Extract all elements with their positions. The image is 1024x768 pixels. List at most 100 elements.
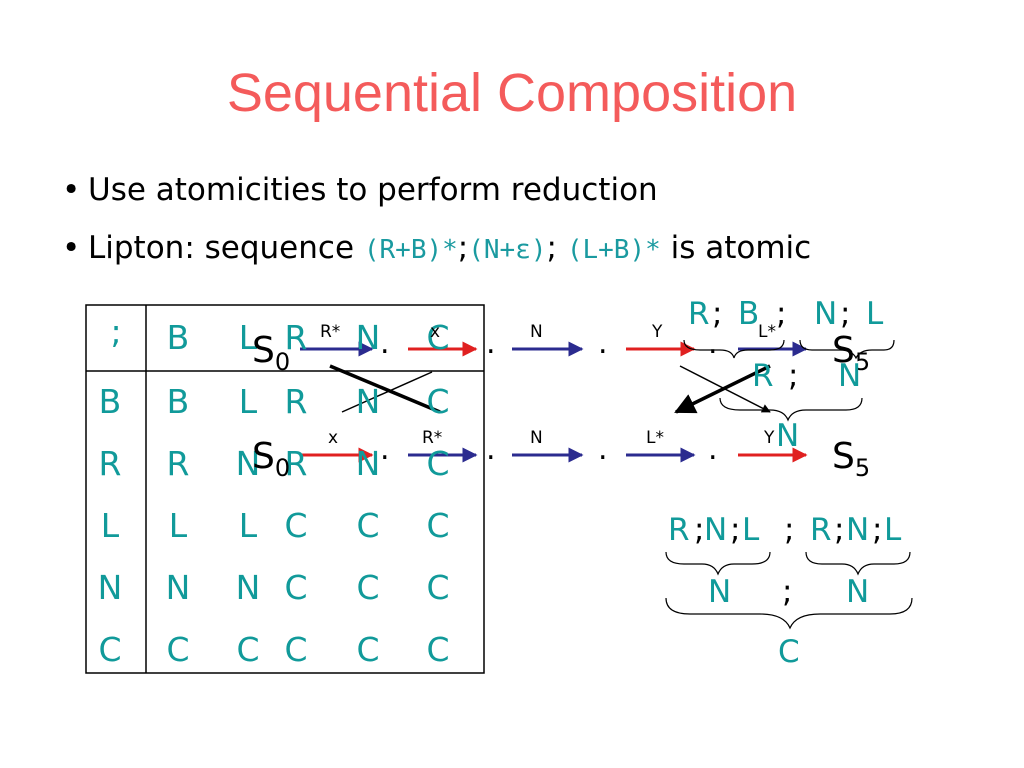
- reduction-2-mid-sep: ;: [782, 574, 793, 610]
- trace-1-label: Y: [652, 322, 663, 342]
- reduction-1-mid-left: R: [752, 358, 774, 394]
- reduction-2-mid-left: N: [708, 574, 732, 610]
- slide-title: Sequential Composition: [226, 63, 798, 123]
- table-row-label: R: [98, 444, 122, 483]
- table-row-label: L: [100, 506, 120, 545]
- trace-2-dot: .: [380, 432, 390, 467]
- trace-2-label: N: [530, 428, 543, 448]
- trace-1-dot: .: [598, 326, 608, 361]
- table-cell: C: [284, 506, 308, 545]
- trace-2-dot: .: [708, 432, 718, 467]
- table-cell: C: [426, 506, 450, 545]
- bullet-2-sep2: ;: [546, 230, 567, 266]
- table-row-label: C: [98, 630, 122, 669]
- table-cell: C: [356, 630, 380, 669]
- table-cell: C: [236, 630, 260, 669]
- table-cell: C: [426, 630, 450, 669]
- reduction-1-token: ;: [840, 296, 851, 332]
- table-cell: L: [168, 506, 188, 545]
- table-header: R: [284, 318, 308, 357]
- reduction-2-token: ;: [872, 512, 883, 548]
- bullet-2-suffix: is atomic: [660, 230, 812, 266]
- reduction-2-token: R: [668, 512, 690, 548]
- reduction-2-token: ;: [784, 512, 795, 548]
- reduction-1-mid-right: N: [838, 358, 862, 394]
- table-cell: L: [238, 506, 258, 545]
- trace-1-end-state: S5: [832, 330, 871, 377]
- table-cell: L: [238, 382, 258, 421]
- reduction-2-mid-right: N: [846, 574, 870, 610]
- table-cell: C: [356, 568, 380, 607]
- brace-icon: [683, 339, 895, 422]
- trace-1-label: R*: [320, 322, 341, 342]
- table-cell: C: [426, 568, 450, 607]
- table-cell: N: [355, 444, 381, 483]
- swap-arrows-left: [329, 364, 441, 414]
- trace-2-label: R*: [422, 428, 443, 448]
- bullet-2-prefix: Lipton: sequence: [88, 230, 364, 266]
- reduction-2-token: ;: [694, 512, 705, 548]
- table-header: B: [166, 318, 190, 357]
- bullet-2: •Lipton: sequence (R+B)*;(N+ε); (L+B)* i…: [62, 230, 811, 266]
- reduction-1-token: R: [688, 296, 710, 332]
- table-cell: N: [165, 568, 191, 607]
- table-cell: C: [284, 630, 308, 669]
- table-cell: N: [235, 444, 261, 483]
- reduction-2-token: L: [742, 512, 760, 548]
- bullet-dot: •: [62, 172, 81, 208]
- reduction-2-token: R: [810, 512, 832, 548]
- reduction-1-mid-sep: ;: [788, 358, 799, 394]
- reduction-1-result: N: [776, 418, 800, 454]
- table-cell: C: [284, 568, 308, 607]
- trace-1-label: L*: [758, 322, 776, 342]
- bullet-1: •Use atomicities to perform reduction: [62, 172, 658, 208]
- swap-arrows-right: [674, 364, 771, 414]
- trace-1-label: N: [530, 322, 543, 342]
- table-cell: C: [426, 382, 450, 421]
- reduction-1-token: ;: [712, 296, 723, 332]
- reduction-2-result: C: [778, 634, 800, 670]
- reduction-2-token: N: [704, 512, 728, 548]
- table-row-label: B: [98, 382, 122, 421]
- trace-2-label: x: [328, 428, 339, 448]
- bullet-2-code3: (L+B)*: [566, 235, 661, 265]
- table-cell: N: [235, 568, 261, 607]
- reduction-2-token: ;: [834, 512, 845, 548]
- trace-2-dot: .: [486, 432, 496, 467]
- table-header: N: [355, 318, 381, 357]
- bullet-2-sep1: ;: [457, 230, 469, 266]
- bullet-2-code2: (N+ε): [468, 235, 547, 265]
- table-row-label: N: [97, 568, 123, 607]
- reduction-1-token: ;: [776, 296, 787, 332]
- brace-icon: [665, 551, 913, 630]
- reduction-1-token: L: [866, 296, 884, 332]
- table-cell: R: [166, 444, 190, 483]
- table-cell: R: [284, 444, 308, 483]
- table-cell: B: [166, 382, 190, 421]
- table-cell: N: [355, 382, 381, 421]
- table-header: L: [238, 318, 258, 357]
- bullet-1-text: Use atomicities to perform reduction: [88, 172, 658, 208]
- table-cell: C: [166, 630, 190, 669]
- table-cell: C: [426, 444, 450, 483]
- table-frame: [85, 304, 485, 674]
- table-cell: R: [284, 382, 308, 421]
- trace-1-dot: .: [708, 326, 718, 361]
- trace-2-label: Y: [764, 428, 775, 448]
- trace-1-dot: .: [486, 326, 496, 361]
- trace-1-start-state: S0: [252, 330, 291, 377]
- reduction-1-token: B: [738, 296, 760, 332]
- trace-1-label: x: [430, 322, 441, 342]
- table-corner: ;: [110, 312, 122, 351]
- bullet-2-code1: (R+B)*: [363, 235, 458, 265]
- table-header: C: [426, 318, 450, 357]
- table-cell: C: [356, 506, 380, 545]
- bullet-dot: •: [62, 230, 81, 266]
- trace-1-dot: .: [380, 326, 390, 361]
- trace-2-label: L*: [646, 428, 664, 448]
- trace-2-dot: .: [598, 432, 608, 467]
- reduction-2-token: L: [884, 512, 902, 548]
- reduction-2-token: ;: [730, 512, 741, 548]
- trace-2-end-state: S5: [832, 436, 871, 483]
